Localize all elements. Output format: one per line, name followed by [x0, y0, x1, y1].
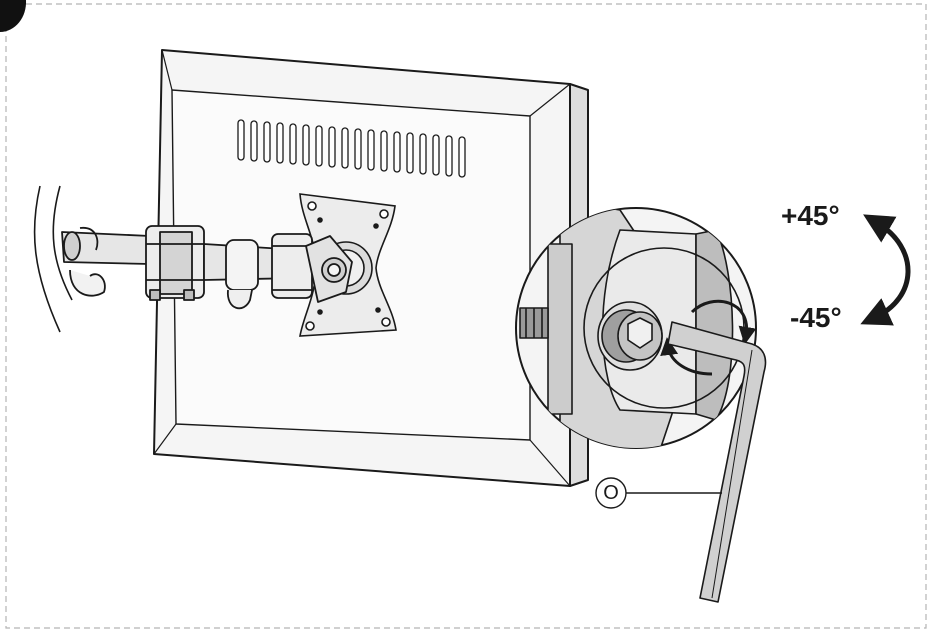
- vent-slots: [237, 119, 466, 178]
- turn-arrows: [660, 299, 757, 376]
- mount-pole: [33, 185, 73, 333]
- tilt-plus-label: +45°: [781, 200, 840, 231]
- tool-callout: [595, 477, 722, 509]
- double-curved-arrow-icon: [860, 214, 911, 326]
- tilt-minus-label: -45°: [790, 302, 842, 333]
- monitor-arm: [61, 225, 353, 310]
- hex-key-tool: [667, 321, 767, 603]
- detail-zoom: [515, 207, 757, 449]
- step-marker: [0, 0, 27, 33]
- circular-turn-arrows-icon: [690, 299, 757, 345]
- tool-callout-label: O: [603, 482, 619, 504]
- dashed-frame: [5, 3, 927, 629]
